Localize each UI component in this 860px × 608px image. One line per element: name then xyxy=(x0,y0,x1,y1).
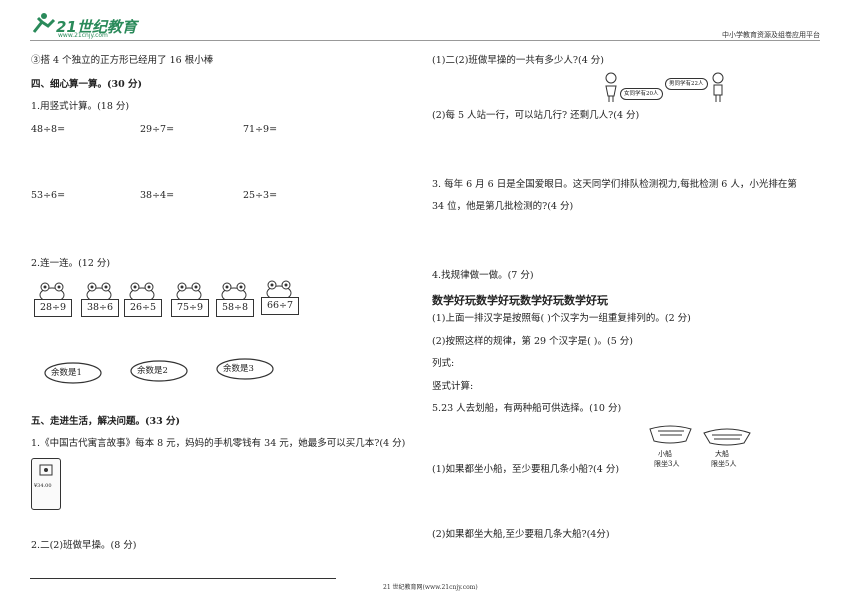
phone-illustration: ¥34.00 xyxy=(31,458,61,510)
frog-card[interactable]: 58÷8 xyxy=(216,281,256,319)
logo-runner-icon xyxy=(32,13,56,33)
q3-tail: ③搭 4 个独立的正方形已经用了 16 根小棒 xyxy=(31,55,214,66)
footer-text: 21 世纪教育网(www.21cnjy.com) xyxy=(383,584,478,591)
calc-item: 25÷3= xyxy=(243,190,278,201)
frog-expression: 58÷8 xyxy=(216,299,254,317)
frog-icon xyxy=(266,280,292,299)
frog-card[interactable]: 66÷7 xyxy=(261,279,301,317)
oval-label: 余数是3 xyxy=(223,364,254,374)
formula-label: 列式: xyxy=(432,358,455,369)
frog-icon xyxy=(129,282,155,301)
section4-title: 四、细心算一算。(30 分) xyxy=(31,79,143,90)
phone-amount: ¥34.00 xyxy=(34,483,52,489)
oval-label: 余数是2 xyxy=(137,366,168,376)
big-boat-name: 大船 xyxy=(715,450,729,458)
frog-expression: 26÷5 xyxy=(124,299,162,317)
girls-bubble: 女同学有20人 xyxy=(620,88,663,100)
r-q5-title: 5.23 人去划船，有两种船可供选择。(10 分) xyxy=(432,403,622,414)
logo-subtitle: www.21cnjy.com xyxy=(58,32,108,39)
boy-icon xyxy=(712,72,724,102)
oval-shape xyxy=(130,360,188,382)
oval-shape xyxy=(216,358,274,380)
big-boat-icon xyxy=(703,428,751,446)
r-q4-2: (2)按照这样的规律，第 29 个汉字是( )。(5 分) xyxy=(432,336,633,347)
vertical-calc-label: 竖式计算: xyxy=(432,381,474,392)
calc-item: 71÷9= xyxy=(243,124,278,135)
s4-q2-title: 2.连一连。(12 分) xyxy=(31,258,111,269)
s5-q1-text: 1.《中国古代寓言故事》每本 8 元，妈妈的手机零钱有 34 元，她最多可以买几… xyxy=(31,438,406,449)
oval-shape xyxy=(44,362,102,384)
s5-q2-text: 2.二(2)班做早操。(8 分) xyxy=(31,540,137,551)
remainder-oval[interactable]: 余数是3 xyxy=(215,357,275,381)
girl-icon xyxy=(605,72,617,102)
frog-expression: 66÷7 xyxy=(261,297,299,315)
logo-text: 21世纪教育 xyxy=(56,18,137,36)
r-q3-line1: 3. 每年 6 月 6 日是全国爱眼日。这天同学们排队检测视力,每批检测 6 人… xyxy=(432,179,797,190)
calc-item: 38÷4= xyxy=(140,190,175,201)
frog-icon xyxy=(221,282,247,301)
remainder-oval[interactable]: 余数是2 xyxy=(129,359,189,383)
r-q4-title: 4.找规律做一做。(7 分) xyxy=(432,270,534,281)
calc-item: 29÷7= xyxy=(140,124,175,135)
frog-icon xyxy=(86,282,112,301)
small-boat-icon xyxy=(649,425,692,444)
s4-q1-title: 1.用竖式计算。(18 分) xyxy=(31,101,130,112)
calc-item: 48÷8= xyxy=(31,124,66,135)
platform-label: 中小学教育资源及组卷应用平台 xyxy=(722,31,820,39)
r-q2-1: (1)二(2)班做早操的一共有多少人?(4 分) xyxy=(432,55,604,66)
wallet-icon xyxy=(39,464,53,476)
pattern-text: 数学好玩数学好玩数学好玩数学好玩 xyxy=(432,294,608,307)
frog-icon xyxy=(39,282,65,301)
r-q5-2: (2)如果都坐大船,至少要租几条大船?(4分) xyxy=(432,529,610,540)
footer-divider xyxy=(30,578,336,579)
logo xyxy=(30,12,170,38)
frog-expression: 38÷6 xyxy=(81,299,119,317)
calc-item: 53÷6= xyxy=(31,190,66,201)
r-q3-line2: 34 位，他是第几批检测的?(4 分) xyxy=(432,201,574,212)
frog-card[interactable]: 28÷9 xyxy=(34,281,74,319)
remainder-oval[interactable]: 余数是1 xyxy=(43,361,103,385)
section5-title: 五、走进生活，解决问题。(33 分) xyxy=(31,416,181,427)
r-q2-2: (2)每 5 人站一行，可以站几行? 还剩几人?(4 分) xyxy=(432,110,640,121)
small-boat-name: 小船 xyxy=(658,450,672,458)
header-divider xyxy=(30,40,820,41)
frog-expression: 28÷9 xyxy=(34,299,72,317)
frog-icon xyxy=(176,282,202,301)
frog-card[interactable]: 38÷6 xyxy=(81,281,121,319)
small-boat-limit: 限坐3人 xyxy=(654,460,680,468)
boys-bubble: 男同学有22人 xyxy=(665,78,708,90)
oval-label: 余数是1 xyxy=(51,368,82,378)
big-boat-limit: 限坐5人 xyxy=(711,460,737,468)
frog-card[interactable]: 75÷9 xyxy=(171,281,211,319)
r-q4-1: (1)上面一排汉字是按照每( )个汉字为一组重复排列的。(2 分) xyxy=(432,313,691,324)
r-q5-1: (1)如果都坐小船，至少要租几条小船?(4 分) xyxy=(432,464,620,475)
frog-card[interactable]: 26÷5 xyxy=(124,281,164,319)
frog-expression: 75÷9 xyxy=(171,299,209,317)
